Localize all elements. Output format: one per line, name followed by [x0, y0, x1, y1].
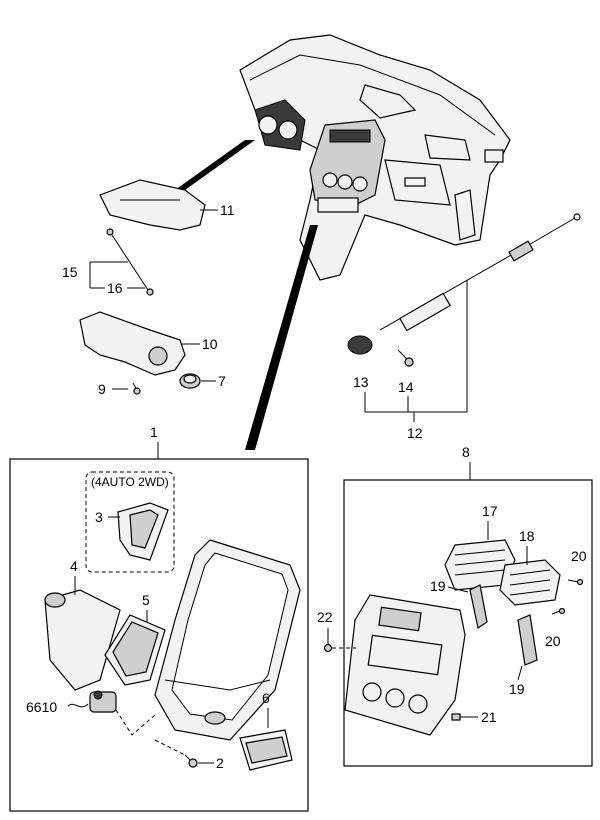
center-fascia: [344, 594, 466, 736]
lower-column-shroud: [79, 311, 186, 376]
label-5: 5: [142, 592, 150, 608]
label-22: 22: [317, 609, 333, 625]
grommet-7: [179, 373, 201, 389]
switch-6610: [89, 690, 117, 713]
console-frame: [154, 539, 301, 741]
label-19-lower: 19: [509, 681, 525, 697]
bolt-14: [397, 349, 414, 367]
screw-20-lower: [551, 607, 566, 615]
label-12: 12: [407, 425, 423, 441]
upper-column-shroud: [99, 179, 206, 231]
label-14: 14: [398, 379, 414, 395]
screw-22: [323, 628, 356, 653]
harness-cable: [106, 228, 154, 296]
label-19-upper: 19: [430, 578, 446, 594]
group-box-8: [343, 479, 593, 767]
side-vent-19-upper: [469, 584, 488, 629]
label-7: 7: [218, 373, 226, 389]
shift-boot-4: [44, 589, 121, 691]
label-17: 17: [482, 503, 498, 519]
variant-box: [85, 471, 175, 573]
label-15: 15: [62, 264, 78, 280]
label-10: 10: [202, 336, 218, 352]
label-20-lower: 20: [545, 633, 561, 649]
label-21: 21: [481, 709, 497, 725]
label-18: 18: [519, 528, 535, 544]
label-3: 3: [95, 509, 103, 525]
label-8: 8: [462, 444, 470, 460]
label-13: 13: [353, 374, 369, 390]
screw-2: [184, 754, 198, 768]
label-6610: 6610: [26, 699, 57, 715]
label-11: 11: [220, 202, 235, 218]
ashtray-6: [239, 729, 293, 771]
screw-9: [132, 382, 141, 395]
label-16: 16: [107, 280, 123, 296]
leader-cluster-to-column: [175, 140, 255, 190]
air-vent-18: [499, 559, 561, 606]
trim-panel-3: [117, 502, 169, 561]
side-vent-19-lower: [517, 614, 538, 666]
leader-stack-to-panel: [245, 225, 318, 450]
bezel-5: [104, 614, 166, 686]
screw-21: [451, 713, 478, 721]
label-1: 1: [150, 424, 158, 440]
screw-20-upper: [567, 578, 584, 586]
label-20-upper: 20: [571, 548, 587, 564]
dashboard-assembly: [239, 34, 511, 281]
label-9: 9: [98, 381, 106, 397]
label-4: 4: [70, 558, 78, 574]
label-2: 2: [216, 755, 224, 771]
group-box-1: [9, 458, 309, 812]
shift-lever-assembly: [347, 213, 581, 355]
variant-note: (4AUTO 2WD): [91, 475, 169, 489]
label-6: 6: [262, 690, 270, 706]
